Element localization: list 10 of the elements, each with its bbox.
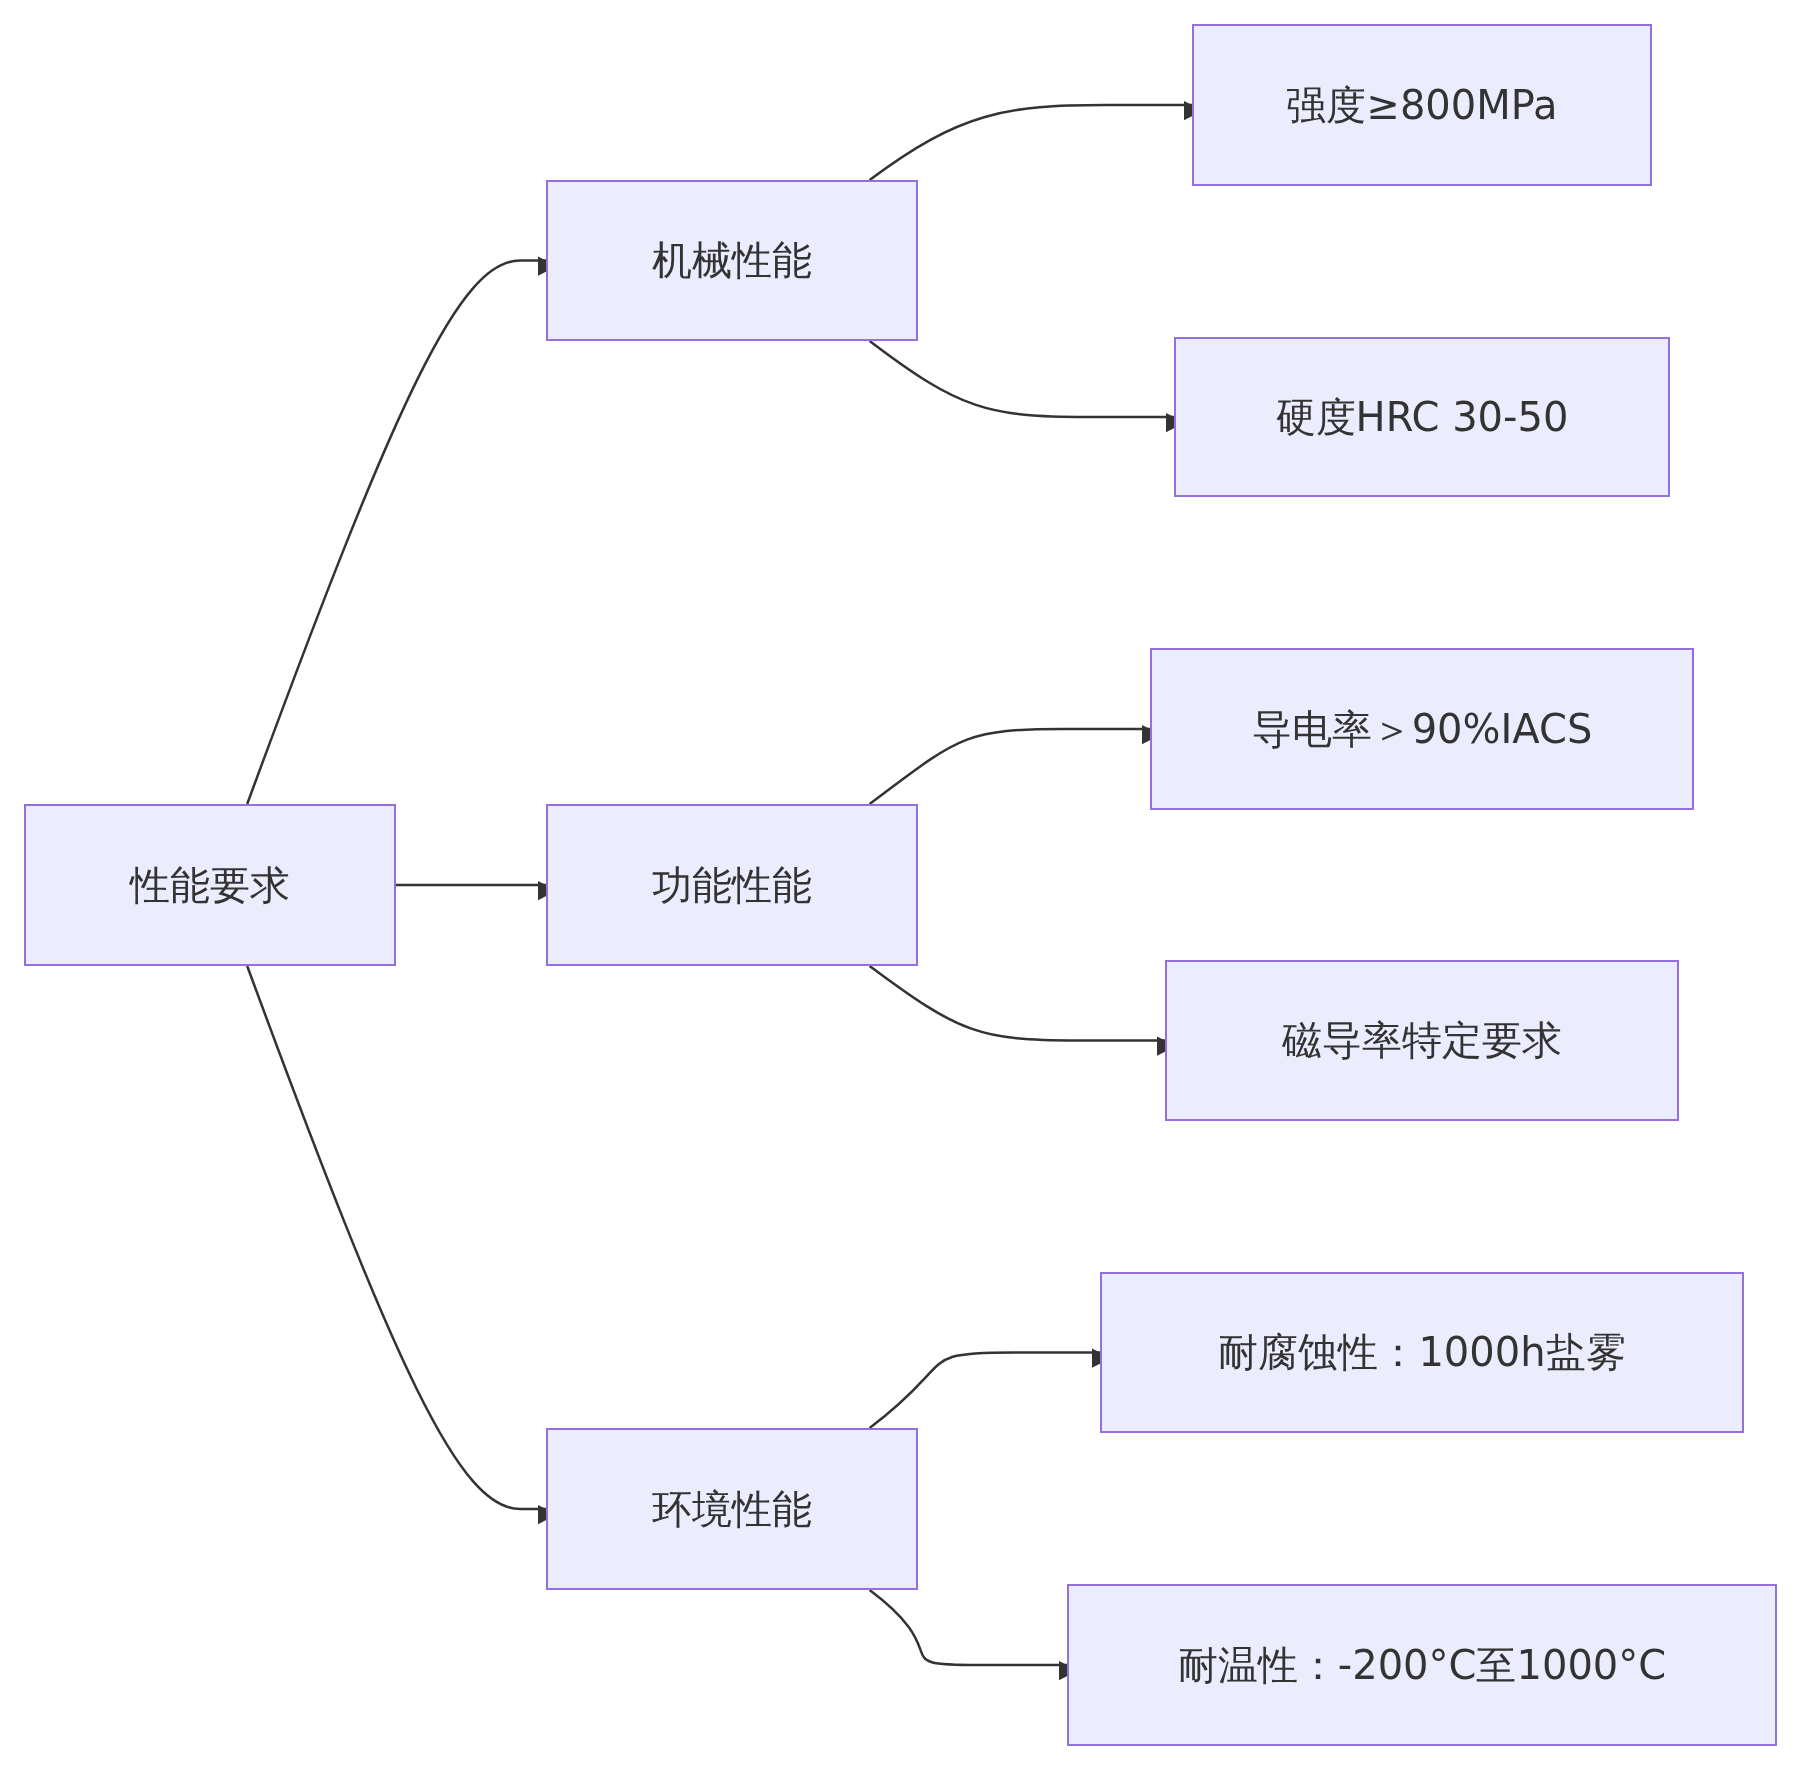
process-box: 导电率＞90%IACS: [1150, 648, 1694, 810]
process-box: 耐腐蚀性：1000h盐雾: [1100, 1272, 1744, 1433]
process-box: 机械性能: [546, 180, 918, 341]
process-box: 耐温性：-200°C至1000°C: [1067, 1584, 1777, 1746]
process-box: 功能性能: [546, 804, 918, 966]
process-box: 环境性能: [546, 1428, 918, 1590]
process-box: 强度≥800MPa: [1192, 24, 1652, 186]
process-box: 性能要求: [24, 804, 396, 966]
process-box: 磁导率特定要求: [1165, 960, 1679, 1121]
process-box: 硬度HRC 30-50: [1174, 337, 1670, 497]
